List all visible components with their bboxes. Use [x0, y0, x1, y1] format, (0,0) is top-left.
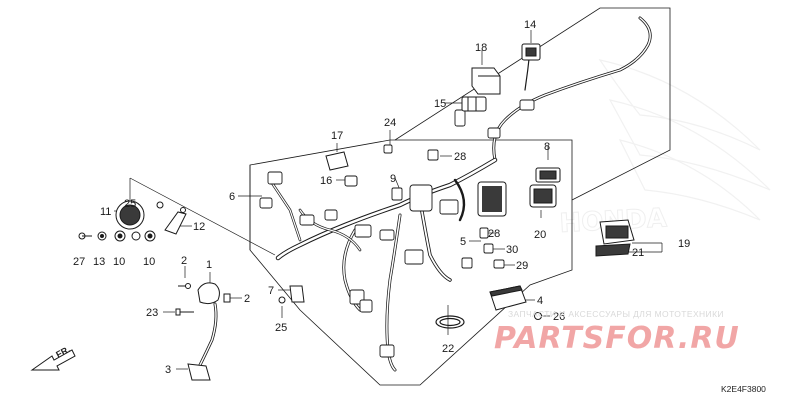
plug-lead	[198, 302, 218, 367]
switch-assembly-part-19	[595, 219, 635, 257]
callout-labels: 1 2 2 3 4 5 6 7 8 9 10 10 11 12 13 14 15…	[73, 19, 690, 376]
callout-6: 6	[229, 191, 235, 203]
callout-28b: 28	[488, 228, 500, 240]
watermark-logo: PARTSFOR.RU	[494, 321, 740, 356]
bolt-part-26	[534, 312, 542, 320]
component-box-part-4	[489, 285, 527, 311]
callout-19: 19	[678, 238, 690, 250]
fuse-box-part-18	[471, 67, 501, 95]
ignition-coil-part-1	[178, 282, 231, 305]
callout-18: 18	[475, 42, 487, 54]
callout-27: 27	[73, 256, 85, 268]
connector-part-20	[529, 184, 557, 208]
band-part-22	[435, 315, 465, 329]
callout-25a: 25	[124, 198, 136, 210]
partsfor-watermark: ЗАПЧАСТИ И АКСЕССУАРЫ ДЛЯ МОТОТЕХНИКИ PA…	[494, 309, 740, 356]
callout-23: 23	[146, 307, 158, 319]
callout-5: 5	[460, 236, 466, 248]
callout-8: 8	[544, 141, 550, 153]
callout-3: 3	[165, 364, 171, 376]
callout-16: 16	[320, 175, 332, 187]
callout-2a: 2	[181, 255, 187, 267]
callout-28a: 28	[454, 151, 466, 163]
callout-15: 15	[434, 98, 446, 110]
callout-13: 13	[93, 256, 105, 268]
callout-30: 30	[506, 244, 518, 256]
bracket-part-7	[278, 285, 305, 304]
callout-10a: 10	[113, 256, 125, 268]
connector-part-8	[535, 167, 561, 183]
callout-25b: 25	[275, 322, 287, 334]
callout-10b: 10	[143, 256, 155, 268]
diagram-reference-code: K2E4F3800	[721, 384, 766, 394]
harness-connectors	[259, 99, 535, 358]
bolt-part-23	[175, 308, 194, 316]
cover-part-17	[325, 151, 349, 171]
callout-4: 4	[537, 295, 543, 307]
callout-21: 21	[632, 247, 644, 259]
callout-29: 29	[516, 260, 528, 272]
callout-22: 22	[442, 343, 454, 355]
watermark-tagline: ЗАПЧАСТИ И АКСЕССУАРЫ ДЛЯ МОТОТЕХНИКИ	[508, 309, 724, 319]
callout-11: 11	[100, 206, 111, 218]
callout-2b: 2	[244, 293, 250, 305]
callout-20: 20	[534, 229, 546, 241]
small-clips	[383, 144, 505, 269]
horn-part-11	[115, 200, 145, 230]
plug-cap-part-3	[187, 363, 211, 381]
harness-control-unit	[477, 181, 507, 217]
front-direction-arrow: FR.	[30, 344, 76, 371]
honda-wing-watermark: HONDA	[558, 59, 771, 239]
callout-24: 24	[384, 117, 396, 129]
bracket-part-12	[164, 207, 187, 235]
clip-part-16	[344, 175, 358, 187]
callout-7: 7	[268, 285, 274, 297]
callout-12: 12	[193, 221, 205, 233]
relay-part-14	[521, 43, 541, 61]
callout-1: 1	[206, 259, 212, 271]
callout-26: 26	[553, 311, 565, 323]
fuse-holder-part-15	[461, 96, 487, 112]
washers-and-bolts	[78, 201, 164, 242]
callout-9: 9	[390, 173, 396, 185]
callout-17: 17	[331, 130, 343, 142]
callout-14: 14	[524, 19, 536, 31]
